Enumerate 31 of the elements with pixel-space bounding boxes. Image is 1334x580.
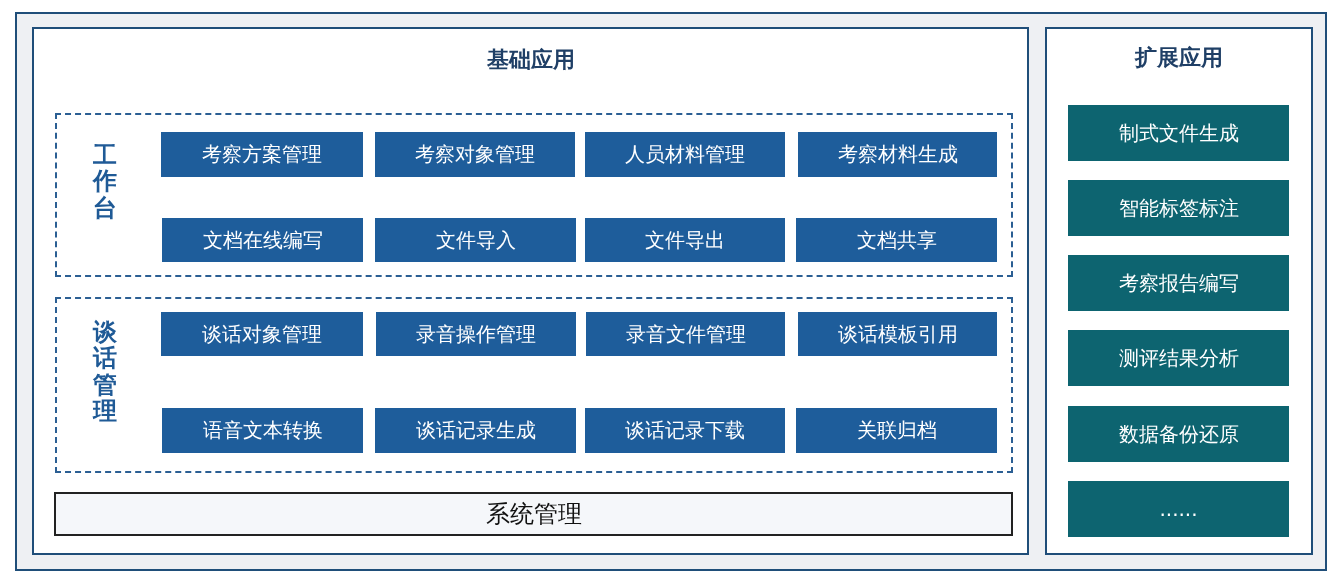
- panel-heading: 基础应用: [485, 46, 576, 74]
- function-box: 谈话记录下载: [585, 408, 785, 453]
- function-box: 文档共享: [796, 218, 997, 262]
- function-box: 人员材料管理: [585, 132, 785, 177]
- application-panel: [1045, 27, 1313, 555]
- function-box: 录音文件管理: [586, 312, 785, 356]
- extension-box: 数据备份还原: [1068, 406, 1289, 462]
- function-box: 文档在线编写: [162, 218, 363, 262]
- function-box: 谈话记录生成: [375, 408, 576, 453]
- dashed-group: [55, 113, 1013, 277]
- function-box: 录音操作管理: [376, 312, 576, 356]
- function-box: 关联归档: [796, 408, 997, 453]
- dashed-group: [55, 297, 1013, 473]
- extension-box: 测评结果分析: [1068, 330, 1289, 386]
- function-box: 考察材料生成: [798, 132, 997, 177]
- extension-box: 考察报告编写: [1068, 255, 1289, 311]
- function-box: 考察方案管理: [161, 132, 363, 177]
- application-panel: [32, 27, 1029, 555]
- function-box: 考察对象管理: [375, 132, 575, 177]
- system-bar: 系统管理: [54, 492, 1013, 536]
- group-label: 谈话管理: [93, 319, 117, 425]
- group-label: 工作台: [93, 142, 117, 222]
- extension-box: 制式文件生成: [1068, 105, 1289, 161]
- function-box: 语音文本转换: [162, 408, 363, 453]
- extension-box: 智能标签标注: [1068, 180, 1289, 236]
- function-box: 谈话对象管理: [161, 312, 363, 356]
- function-box: 谈话模板引用: [798, 312, 997, 356]
- function-box: 文件导入: [375, 218, 576, 262]
- panel-heading: 扩展应用: [1133, 44, 1224, 72]
- extension-box: ......: [1068, 481, 1289, 537]
- function-box: 文件导出: [585, 218, 785, 262]
